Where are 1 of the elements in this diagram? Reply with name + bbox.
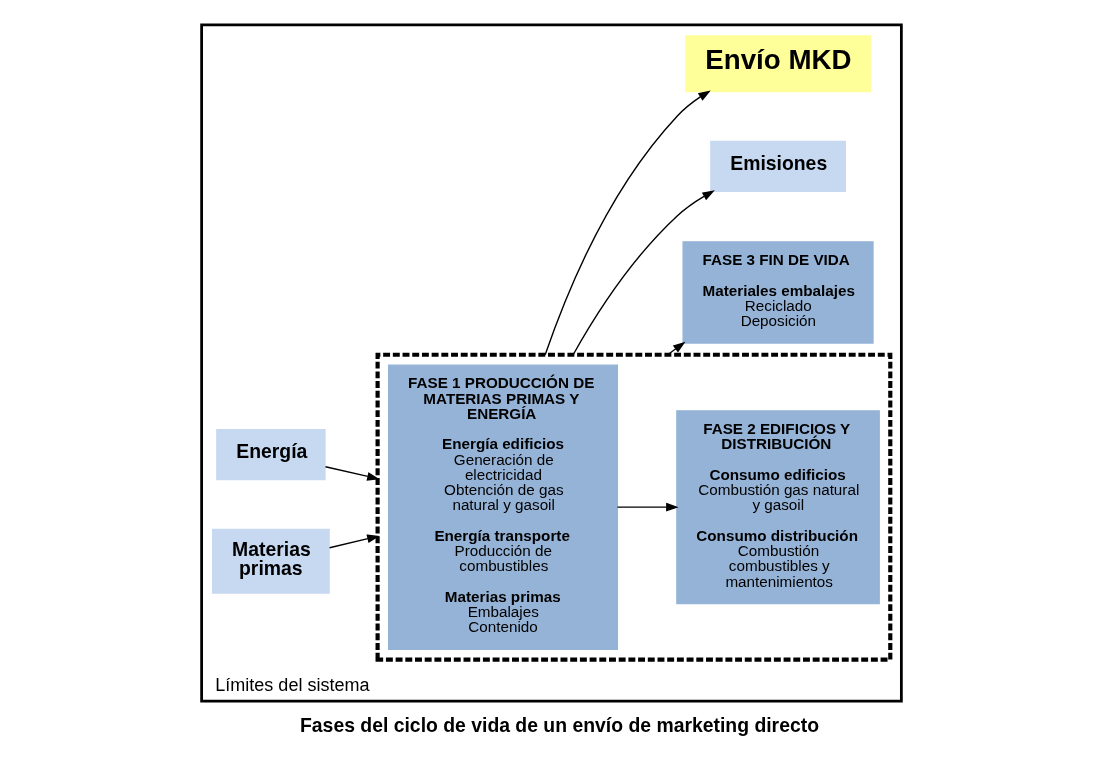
caption: Fases del ciclo de vida de un envío de marketing directo <box>300 713 819 736</box>
